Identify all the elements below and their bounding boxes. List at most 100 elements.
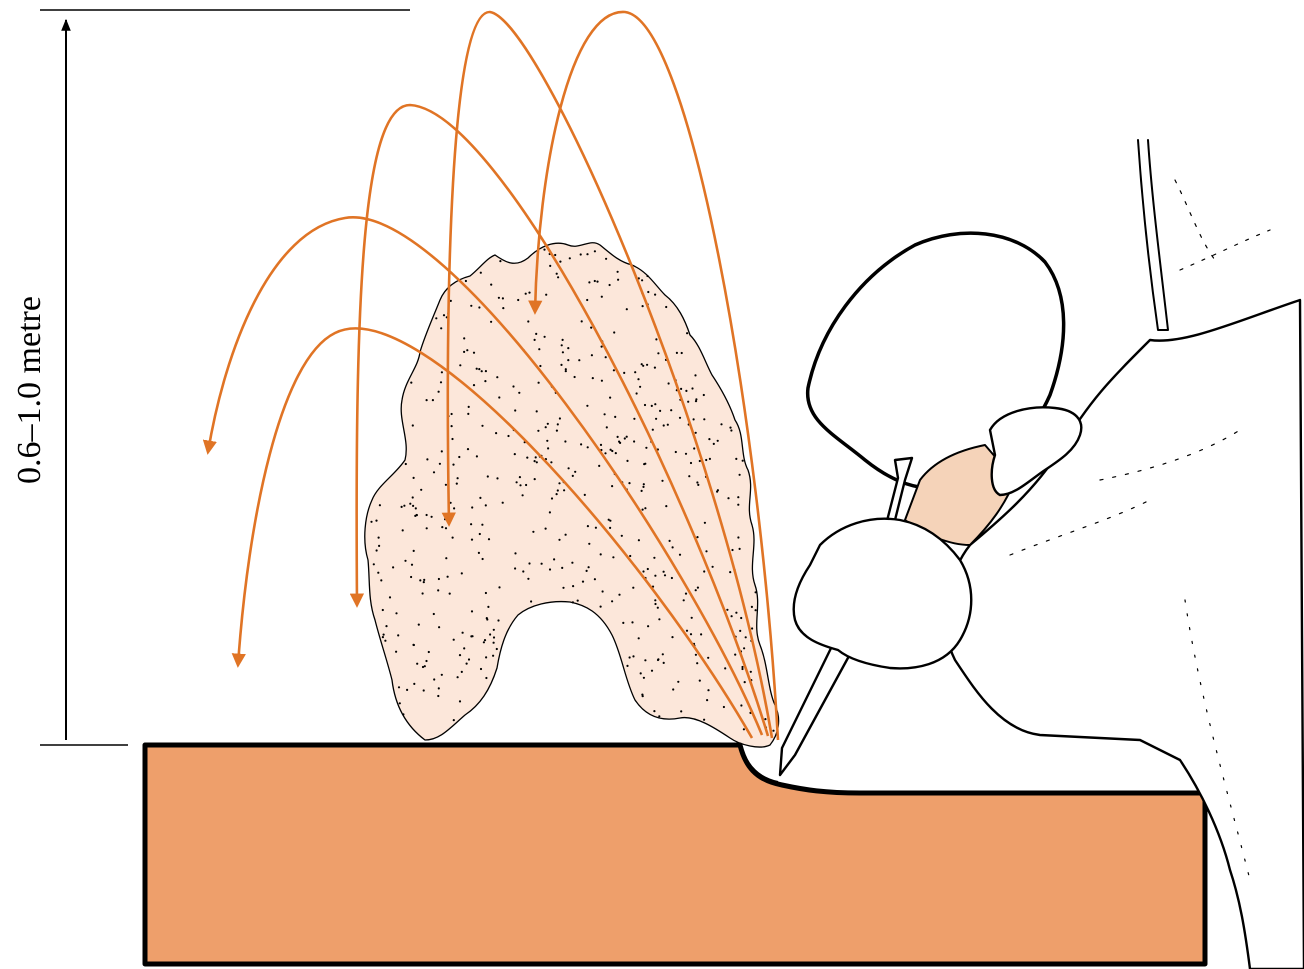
dust-particle <box>586 253 588 255</box>
dust-particle <box>437 695 439 697</box>
dust-particle <box>432 399 434 401</box>
dust-particle <box>661 480 663 482</box>
dust-particle <box>670 409 672 411</box>
dust-particle <box>439 463 441 465</box>
dust-particle <box>688 475 690 477</box>
dust-particle <box>445 484 447 486</box>
dust-particle <box>435 317 437 319</box>
dust-particle <box>703 570 705 572</box>
dust-cloud <box>365 243 779 747</box>
dust-particle <box>602 590 604 592</box>
dust-particle <box>647 568 649 570</box>
dust-particle <box>735 612 737 614</box>
dust-particle <box>743 728 745 730</box>
dust-particle <box>450 300 452 302</box>
dust-particle <box>677 681 679 683</box>
dust-particle <box>512 385 514 387</box>
dust-particle <box>741 668 743 670</box>
dust-particle <box>502 297 504 299</box>
dust-particle <box>737 536 739 538</box>
dust-particle <box>651 405 653 407</box>
dust-particle <box>457 477 459 479</box>
dust-particle <box>463 647 465 649</box>
dust-particle <box>382 609 384 611</box>
dust-particle <box>604 413 606 415</box>
dust-particle <box>438 687 440 689</box>
dust-particle <box>451 413 453 415</box>
dust-particle <box>410 382 412 384</box>
dust-particle <box>487 475 489 477</box>
dust-particle <box>479 497 481 499</box>
dust-particle <box>466 663 468 665</box>
dust-particle <box>567 347 569 349</box>
dust-particle <box>453 639 455 641</box>
dust-particle <box>572 585 574 587</box>
dust-particle <box>617 436 619 438</box>
dust-particle <box>704 522 706 524</box>
dust-particle <box>466 349 468 351</box>
dust-particle <box>568 467 570 469</box>
dust-particle <box>385 625 387 627</box>
dust-particle <box>399 702 401 704</box>
dust-particle <box>467 448 469 450</box>
dust-particle <box>628 482 630 484</box>
dust-particle <box>638 539 640 541</box>
dust-particle <box>654 403 656 405</box>
dust-particle <box>470 305 472 307</box>
dust-particle <box>652 429 654 431</box>
dust-particle <box>373 563 375 565</box>
dust-particle <box>490 321 492 323</box>
dust-particle <box>541 563 543 565</box>
dust-particle <box>723 706 725 708</box>
dust-particle <box>514 409 516 411</box>
dust-particle <box>655 338 657 340</box>
dust-particle <box>645 447 647 449</box>
dust-particle <box>480 272 482 274</box>
dust-particle <box>644 404 646 406</box>
dust-particle <box>422 592 424 594</box>
dust-particle <box>518 392 520 394</box>
dust-particle <box>468 406 470 408</box>
dust-particle <box>395 651 397 653</box>
dust-particle <box>679 554 681 556</box>
dust-particle <box>600 444 602 446</box>
dust-particle <box>419 579 421 581</box>
dust-particle <box>654 367 656 369</box>
dust-particle <box>561 344 563 346</box>
dust-particle <box>498 297 500 299</box>
dust-particle <box>696 536 698 538</box>
dust-particle <box>680 388 682 390</box>
body-fold-2 <box>1180 230 1270 270</box>
dust-particle <box>428 651 430 653</box>
dust-particle <box>473 384 475 386</box>
dust-particle <box>411 564 413 566</box>
dust-particle <box>665 306 667 308</box>
dust-particle <box>705 550 707 552</box>
dust-particle <box>609 520 611 522</box>
dust-particle <box>642 570 644 572</box>
dust-particle <box>654 599 656 601</box>
dust-particle <box>651 670 653 672</box>
dust-particle <box>636 392 638 394</box>
dust-particle <box>452 464 454 466</box>
dust-particle <box>549 265 551 267</box>
chisel-blade <box>780 640 855 775</box>
dust-particle <box>626 665 628 667</box>
dust-particle <box>601 296 603 298</box>
dust-particle <box>600 606 602 608</box>
dust-particle <box>441 450 443 452</box>
dust-particle <box>536 410 538 412</box>
dust-particle <box>693 418 695 420</box>
dust-particle <box>739 630 741 632</box>
dust-particle <box>375 520 377 522</box>
dust-particle <box>703 418 705 420</box>
dust-particle <box>545 528 547 530</box>
dust-particle <box>453 507 455 509</box>
dust-particle <box>643 483 645 485</box>
dust-particle <box>452 537 454 539</box>
dust-particle <box>538 348 540 350</box>
dust-particle <box>642 509 644 511</box>
dust-particle <box>726 609 728 611</box>
dust-particle <box>613 331 615 333</box>
dust-particle <box>519 484 521 486</box>
